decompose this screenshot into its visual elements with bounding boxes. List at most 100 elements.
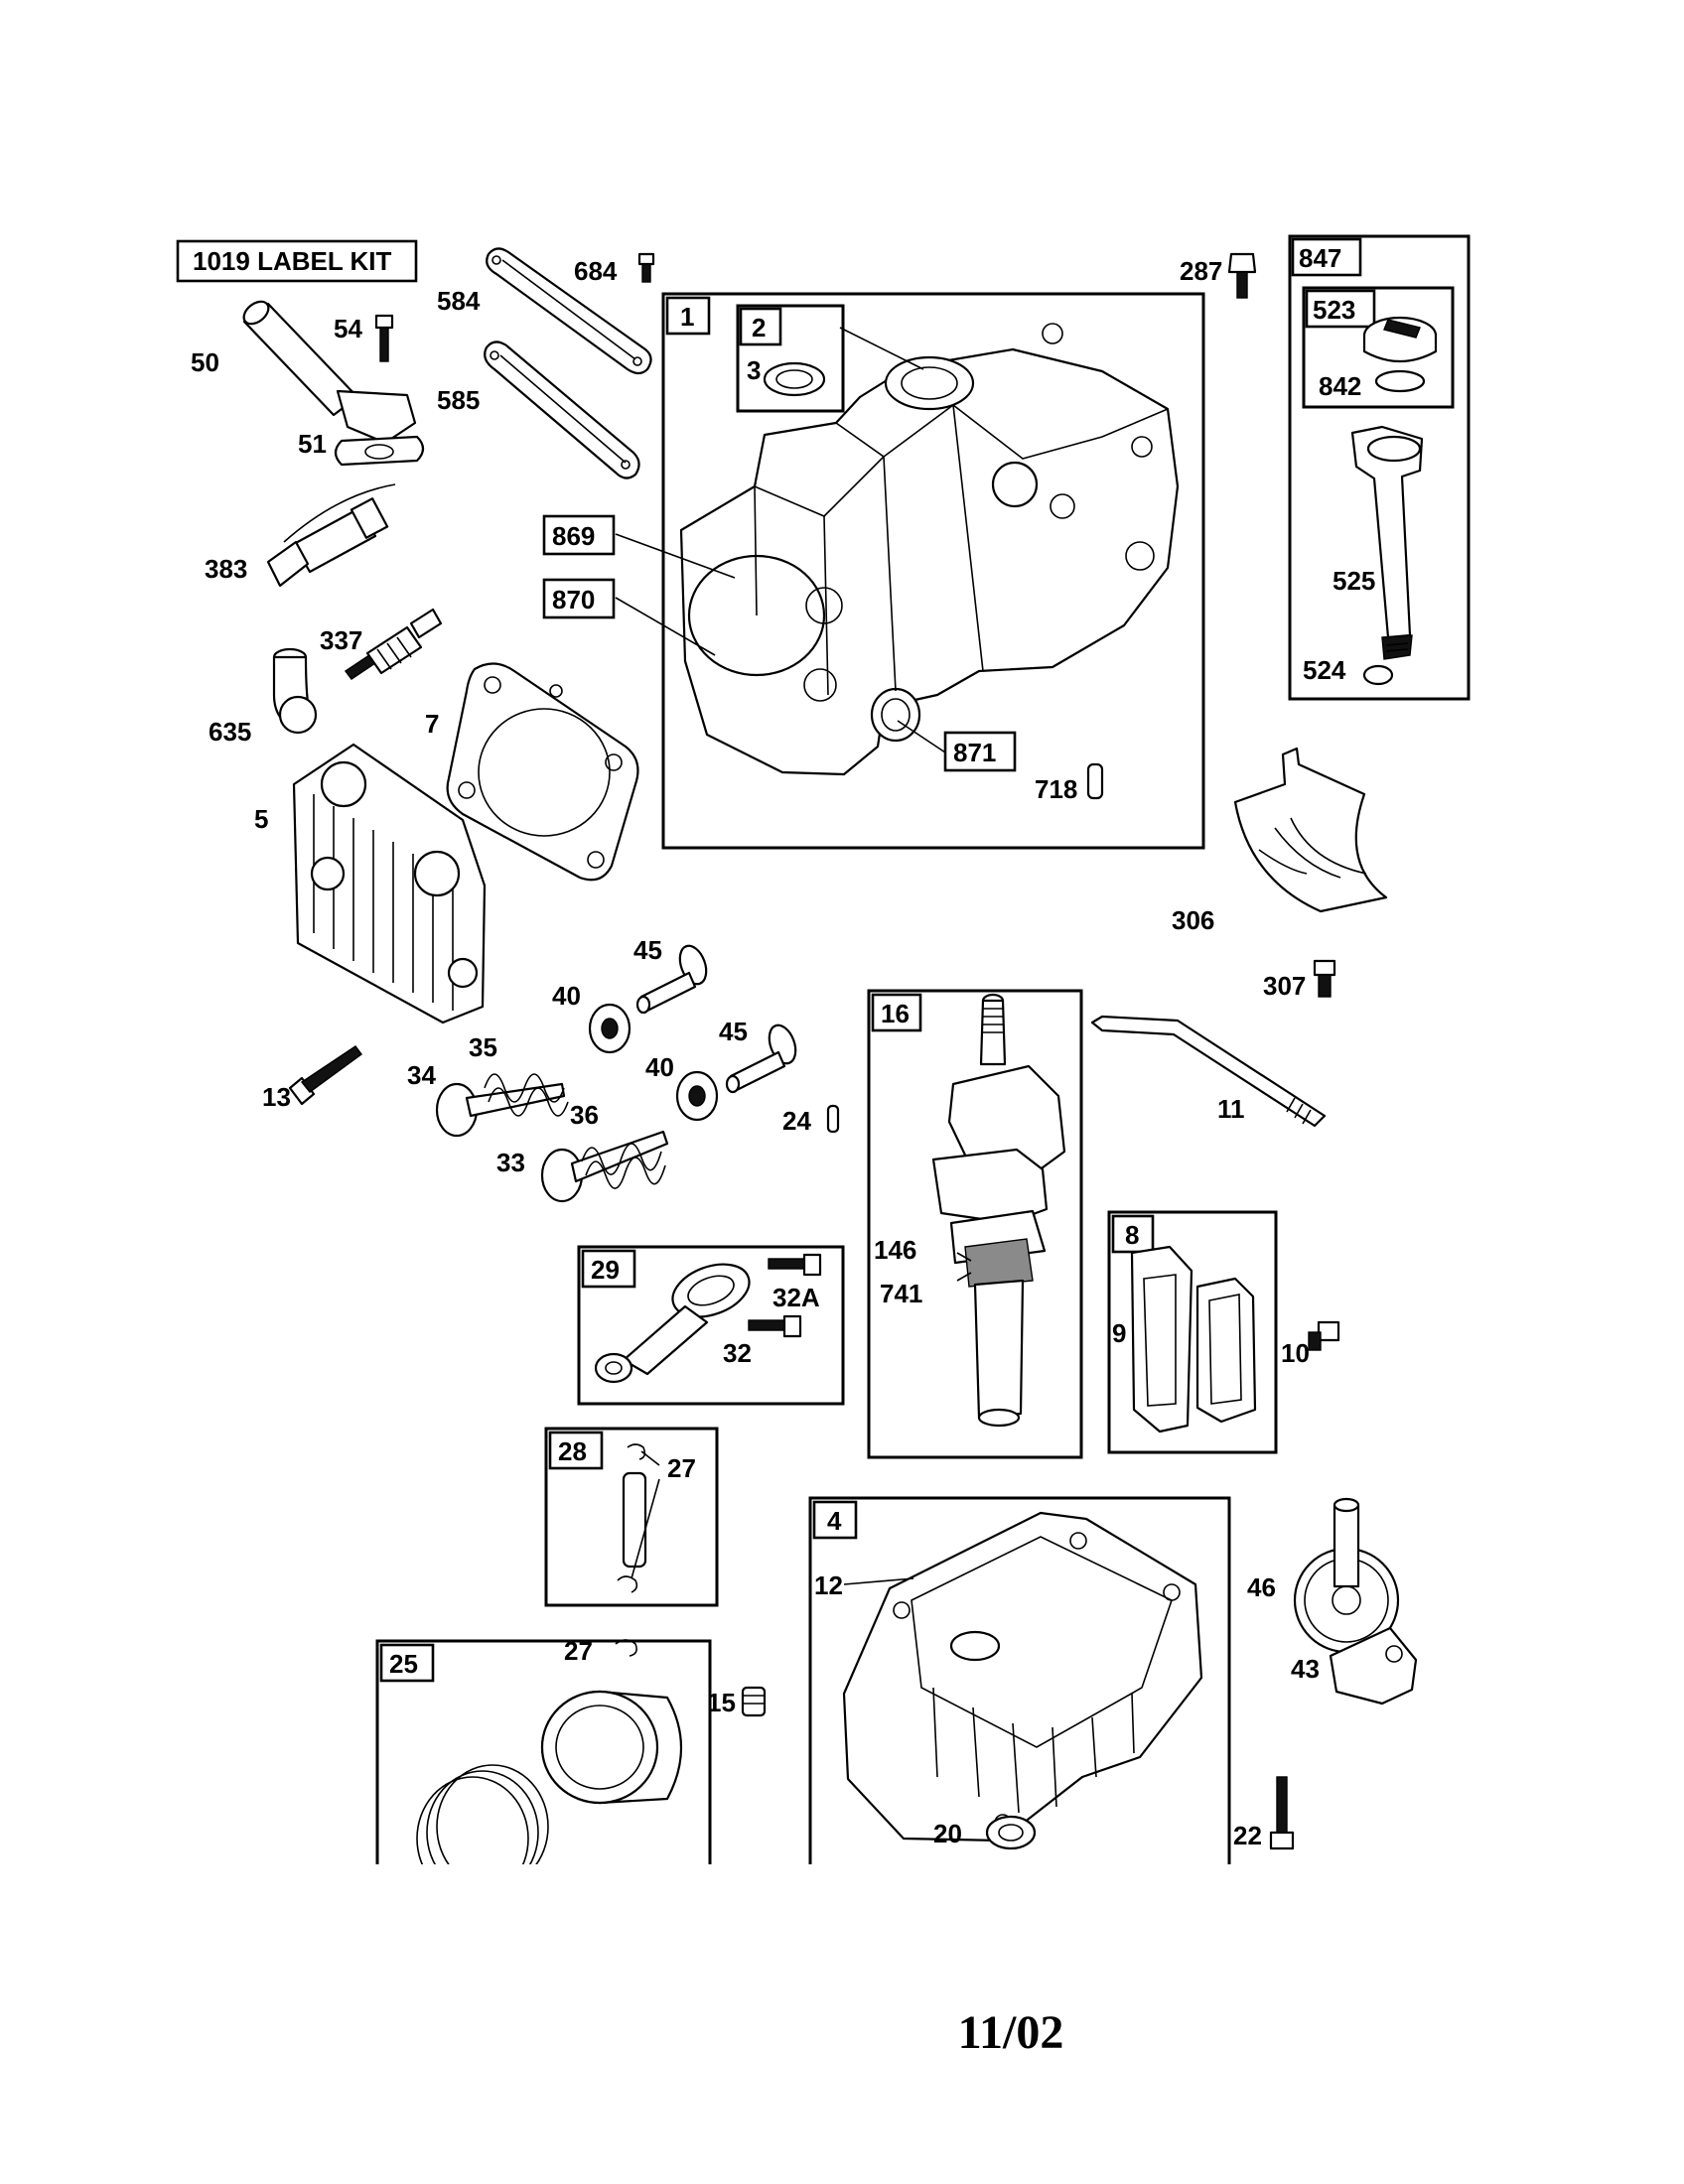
o-ring-524 — [1362, 664, 1394, 686]
callout-27-upper: 27 — [667, 1453, 696, 1483]
wrist-pin-28 — [617, 1443, 647, 1593]
head-gasket-7 — [446, 662, 639, 882]
screw-32 — [748, 1314, 802, 1338]
group-label-4: 4 — [827, 1506, 842, 1536]
elbow-635 — [272, 647, 318, 735]
callout-34: 34 — [407, 1060, 436, 1090]
callout-146: 146 — [874, 1235, 916, 1265]
group-frame-29: 29 — [577, 1245, 845, 1406]
callout-684: 684 — [574, 256, 618, 286]
callout-635: 635 — [209, 717, 251, 747]
group-frame-1: 1 — [661, 292, 1205, 850]
gasket-9 — [1130, 1245, 1193, 1433]
callout-5: 5 — [254, 804, 268, 834]
sump-4 — [842, 1511, 1203, 1843]
callout-40-lower: 40 — [645, 1052, 674, 1082]
gasket-51 — [334, 435, 425, 467]
tag-871: 871 — [943, 731, 1017, 772]
breather-tube-50 — [242, 300, 417, 445]
callout-32: 32 — [723, 1338, 752, 1368]
callout-307: 307 — [1263, 971, 1306, 1001]
callout-45-lower: 45 — [719, 1017, 748, 1046]
callout-842: 842 — [1319, 371, 1361, 401]
group-label-869: 869 — [552, 521, 595, 551]
group-label-2: 2 — [752, 313, 766, 342]
group-label-870: 870 — [552, 585, 595, 614]
screw-287 — [1227, 252, 1257, 299]
screw-10 — [1308, 1320, 1340, 1351]
spark-plug-boot-383 — [266, 483, 396, 588]
callout-33: 33 — [496, 1148, 525, 1177]
callout-718: 718 — [1035, 774, 1077, 804]
group-frame-847: 847 — [1288, 234, 1471, 701]
valve-45-lower — [725, 1024, 797, 1094]
scan-crop — [0, 1864, 1684, 2184]
shield-306 — [1233, 747, 1388, 913]
callout-3: 3 — [747, 355, 761, 385]
callout-40-upper: 40 — [552, 981, 581, 1011]
piston-25 — [540, 1690, 682, 1805]
group-frame-2: 2 — [736, 304, 845, 413]
spring-35 — [484, 1073, 569, 1117]
callout-7: 7 — [425, 709, 439, 739]
group-label-28: 28 — [558, 1436, 587, 1466]
callout-24: 24 — [782, 1106, 811, 1136]
group-frame-8: 8 — [1107, 1210, 1278, 1454]
dipstick-cap-523 — [1362, 316, 1438, 362]
cam-gear-46 — [1293, 1497, 1400, 1654]
group-label-29: 29 — [591, 1255, 620, 1285]
valve-seal-40-lower — [675, 1070, 719, 1122]
crankshaft-16 — [931, 993, 1066, 1428]
valve-seal-40-upper — [588, 1003, 632, 1054]
screw-307 — [1313, 959, 1336, 998]
callout-32a: 32A — [772, 1283, 820, 1312]
tag-870: 870 — [542, 578, 616, 619]
group-label-8: 8 — [1125, 1220, 1139, 1250]
callout-12: 12 — [814, 1570, 843, 1600]
callout-54: 54 — [334, 314, 362, 343]
gasket-585 — [484, 341, 640, 479]
bolt-13 — [288, 1045, 362, 1106]
leader-lines — [615, 327, 972, 1585]
callout-46: 46 — [1247, 1572, 1276, 1602]
rod-11 — [1090, 1015, 1327, 1128]
callout-524: 524 — [1303, 655, 1346, 685]
group-label-523: 523 — [1313, 295, 1355, 325]
group-label-847: 847 — [1299, 243, 1341, 273]
group-frame-28: 28 — [544, 1427, 719, 1607]
tag-869: 869 — [542, 514, 616, 556]
spring-36 — [581, 1143, 666, 1189]
callout-383: 383 — [205, 554, 247, 584]
group-label-871: 871 — [953, 738, 996, 767]
callout-43: 43 — [1291, 1654, 1320, 1684]
spark-plug-337 — [344, 608, 443, 680]
cylinder-head-5 — [292, 743, 487, 1024]
callout-51: 51 — [298, 429, 327, 459]
callout-585: 585 — [437, 385, 480, 415]
callout-10: 10 — [1281, 1338, 1310, 1368]
bolt-22 — [1269, 1776, 1295, 1850]
callout-22: 22 — [1233, 1821, 1262, 1850]
callout-741: 741 — [880, 1279, 922, 1308]
callout-11: 11 — [1217, 1094, 1245, 1124]
crankcase-1 — [679, 323, 1180, 776]
governor-43 — [1329, 1626, 1418, 1706]
retaining-clip-27 — [615, 1639, 637, 1657]
valve-45-upper — [635, 944, 708, 1015]
callout-306: 306 — [1172, 905, 1214, 935]
label-kit-box: 1019 LABEL KIT — [176, 239, 418, 283]
group-frame-25: 25 — [375, 1639, 712, 1884]
group-label-25: 25 — [389, 1649, 418, 1679]
callout-45-upper: 45 — [633, 935, 662, 965]
drain-plug-15 — [741, 1686, 767, 1717]
gasket-584 — [486, 247, 652, 375]
group-frame-16: 16 — [867, 989, 1083, 1459]
oil-seal-20 — [985, 1815, 1037, 1850]
callout-13: 13 — [262, 1082, 291, 1112]
callout-36: 36 — [570, 1100, 599, 1130]
revision-date: 11/02 — [957, 2006, 1064, 2059]
cover-plate-8 — [1195, 1277, 1257, 1424]
callout-287: 287 — [1180, 256, 1222, 286]
callout-15: 15 — [707, 1688, 736, 1717]
